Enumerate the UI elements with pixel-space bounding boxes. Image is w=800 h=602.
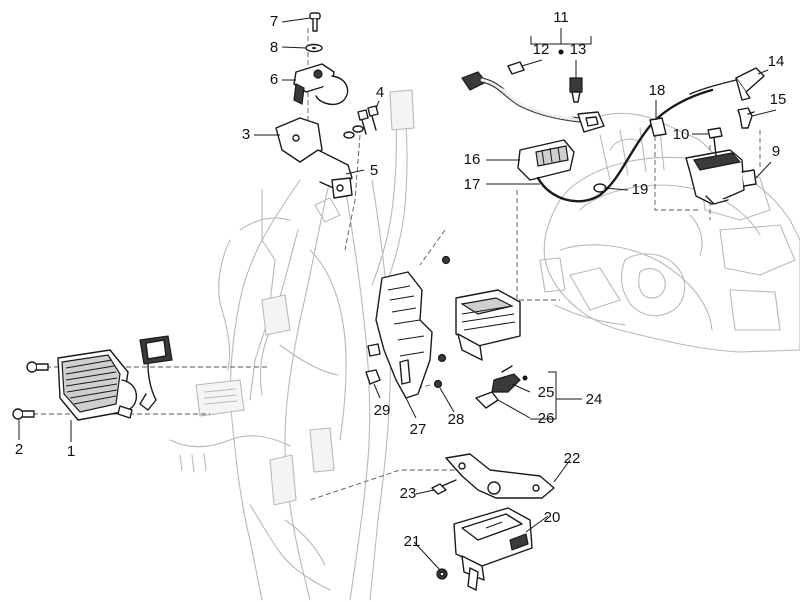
- part-bracket-screws: [343, 105, 379, 139]
- part-ecu-bracket: [375, 271, 433, 399]
- part-ecu-screws: [433, 255, 451, 389]
- callout-1: 1: [67, 443, 75, 460]
- callout-23: 23: [400, 485, 417, 502]
- callout-2: 2: [15, 441, 23, 458]
- callout-labels: 1 2 3 4 5 6 7 8 9 10 11 12 13 14 15 16 1…: [15, 9, 787, 550]
- part-clip-12: [507, 61, 525, 75]
- callout-7: 7: [270, 13, 278, 30]
- callout-17: 17: [464, 176, 481, 193]
- part-bracket: [275, 117, 353, 199]
- ghost-engine: [539, 112, 800, 353]
- callout-16: 16: [464, 151, 481, 168]
- callout-27: 27: [410, 421, 427, 438]
- ghost-frame: [169, 89, 415, 601]
- part-sensor: [293, 63, 349, 106]
- callout-8: 8: [270, 39, 278, 56]
- callout-13: 13: [570, 41, 587, 58]
- part-clip-13: [569, 77, 583, 103]
- part-coil-bolt: [707, 127, 723, 156]
- part-connector-16: [517, 139, 575, 181]
- part-sensor-washer: [305, 43, 323, 53]
- callout-15: 15: [770, 91, 787, 108]
- callout-28: 28: [448, 411, 465, 428]
- part-ht-cable: [536, 88, 714, 203]
- callout-18: 18: [649, 82, 666, 99]
- callout-12: 12: [533, 41, 550, 58]
- leader-lines: [18, 17, 777, 571]
- part-cap-connector: [737, 107, 755, 129]
- part-module-nut: [436, 568, 448, 580]
- callout-22: 22: [564, 450, 581, 467]
- callout-21: 21: [404, 533, 421, 550]
- callout-3: 3: [242, 126, 250, 143]
- callout-11: 11: [553, 9, 569, 26]
- part-control-module: [453, 507, 533, 591]
- callout-6: 6: [270, 71, 278, 88]
- callout-24: 24: [586, 391, 603, 408]
- part-sensor-screw: [309, 12, 321, 32]
- part-mount-plate: [445, 453, 555, 499]
- part-voltage-regulator: [57, 335, 173, 421]
- callout-14: 14: [768, 53, 785, 70]
- part-key-fob: [475, 365, 521, 409]
- part-nut-29: [365, 343, 381, 385]
- callout-9: 9: [772, 143, 780, 160]
- part-spark-plug-cap: [689, 67, 765, 101]
- callout-4: 4: [376, 84, 384, 101]
- callout-26: 26: [538, 410, 555, 427]
- callout-19: 19: [632, 181, 649, 198]
- callout-29: 29: [374, 402, 391, 419]
- callout-25: 25: [538, 384, 555, 401]
- part-ecu-module: [455, 289, 521, 361]
- part-regulator-screws: [12, 361, 49, 420]
- part-plate-screw: [431, 479, 457, 495]
- callout-10: 10: [673, 126, 690, 143]
- part-lambda-sensor-cable: [461, 71, 605, 133]
- part-ignition-coil: [685, 149, 757, 205]
- callout-5: 5: [370, 162, 378, 179]
- callout-20: 20: [544, 509, 561, 526]
